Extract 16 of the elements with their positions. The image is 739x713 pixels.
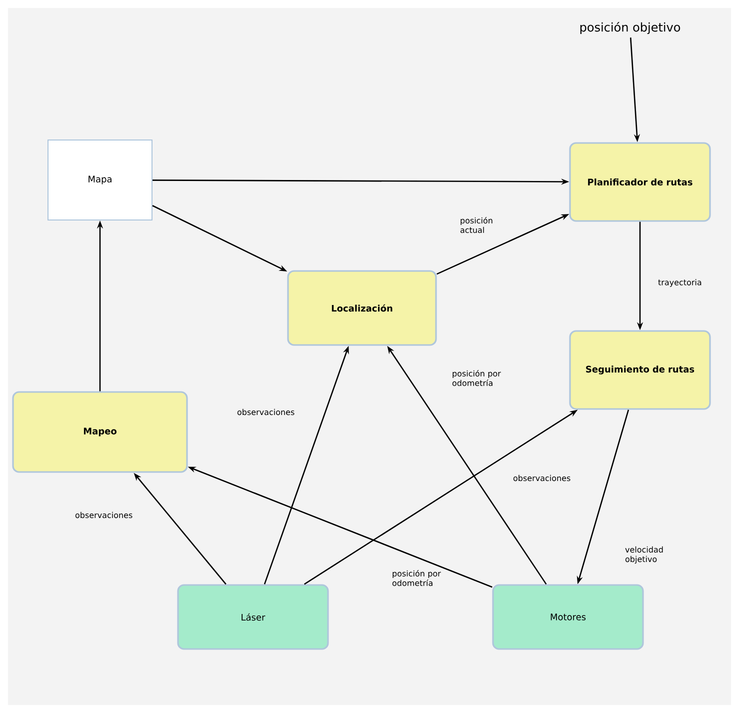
device-box: Motores — [492, 584, 644, 650]
edge-label: observaciones — [237, 408, 294, 416]
edge-label: observaciones — [513, 474, 570, 482]
process-box: Seguimiento de rutas — [569, 330, 711, 410]
input-label: posición objetivo — [580, 22, 680, 34]
edge-label: posición actual — [460, 217, 492, 233]
edge-label: trayectoria — [658, 279, 702, 287]
map-box: Mapa — [48, 140, 152, 220]
process-box: Mapeo — [12, 391, 188, 473]
edge-label: velocidad objetivo — [625, 546, 663, 564]
process-box: Localización — [287, 270, 437, 346]
process-box: Planificador de rutas — [569, 142, 711, 222]
device-box: Láser — [177, 584, 329, 650]
edge-label: posición por odometría — [452, 370, 501, 386]
edge-label: posición por odometría — [392, 570, 441, 586]
edge-label: observaciones — [75, 512, 132, 518]
